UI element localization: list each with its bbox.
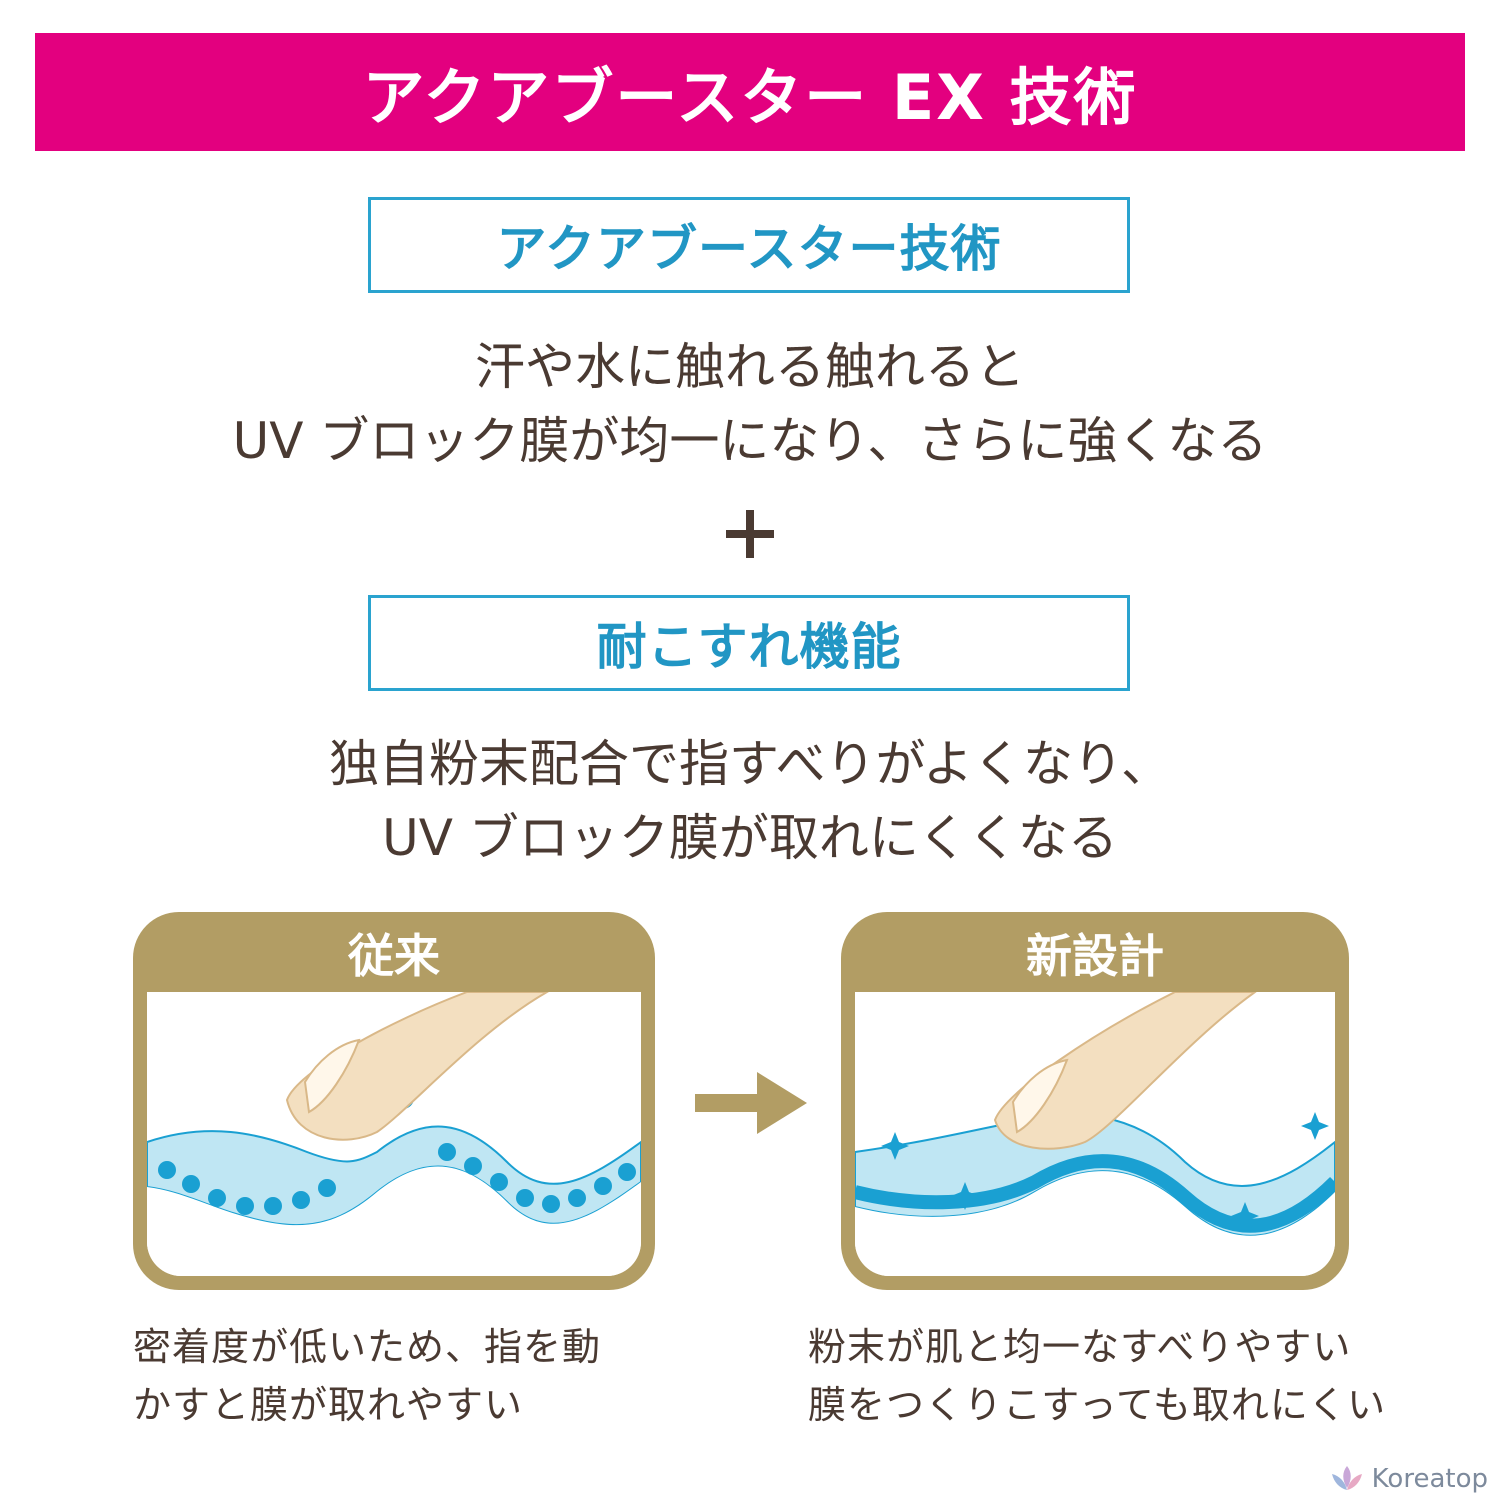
fingernail	[1011, 1058, 1069, 1134]
after-caption: 粉末が肌と均一なすべりやすい 膜をつくりこすっても取れにくい	[808, 1318, 1386, 1434]
watermark-text: Koreatop	[1371, 1464, 1488, 1494]
even-film-illustration	[855, 992, 1335, 1276]
uneven-film-illustration	[147, 992, 641, 1276]
description-line: UV ブロック膜が均一になり、さらに強くなる	[232, 412, 1268, 470]
description-line: 汗や水に触れる触れると	[475, 338, 1025, 396]
after-label: 新設計	[1026, 929, 1164, 983]
before-illustration	[147, 992, 641, 1276]
section-aqua-booster-description: 汗や水に触れる触れると UV ブロック膜が均一になり、さらに強くなる	[0, 330, 1500, 478]
comparison-after-panel: 新設計	[841, 912, 1349, 1290]
caption-line: かすと膜が取れやすい	[133, 1383, 524, 1427]
sparkle-icons	[881, 1112, 1329, 1230]
title-banner: アクアブースター EX 技術	[35, 33, 1465, 151]
skin-surface	[855, 1171, 1335, 1276]
uv-film-base	[855, 1154, 1335, 1233]
caption-line: 粉末が肌と均一なすべりやすい	[808, 1325, 1352, 1369]
plus-icon	[722, 506, 778, 562]
before-caption: 密着度が低いため、指を動 かすと膜が取れやすい	[133, 1318, 601, 1434]
skin-surface	[147, 1166, 641, 1276]
section-aqua-booster-title: アクアブースター技術	[496, 220, 1002, 278]
watermark: Koreatop	[1328, 1464, 1488, 1494]
section-rub-resistance-title: 耐こすれ機能	[596, 618, 902, 676]
before-label: 従来	[348, 929, 440, 983]
comparison-before-panel: 従来	[133, 912, 655, 1290]
fingernail	[303, 1038, 361, 1114]
after-illustration	[855, 992, 1335, 1276]
arrow-right-icon	[695, 1072, 807, 1134]
lotus-logo-icon	[1331, 1466, 1362, 1490]
description-line: 独自粉末配合で指すべりがよくなり、	[329, 735, 1171, 793]
page-title: アクアブースター EX 技術	[362, 61, 1138, 134]
section-rub-resistance-description: 独自粉末配合で指すべりがよくなり、 UV ブロック膜が取れにくくなる	[0, 727, 1500, 875]
section-aqua-booster-box: アクアブースター技術	[368, 197, 1130, 293]
description-line: UV ブロック膜が取れにくくなる	[382, 809, 1118, 867]
section-rub-resistance-box: 耐こすれ機能	[368, 595, 1130, 691]
caption-line: 膜をつくりこすっても取れにくい	[808, 1383, 1387, 1427]
caption-line: 密着度が低いため、指を動	[133, 1325, 602, 1369]
